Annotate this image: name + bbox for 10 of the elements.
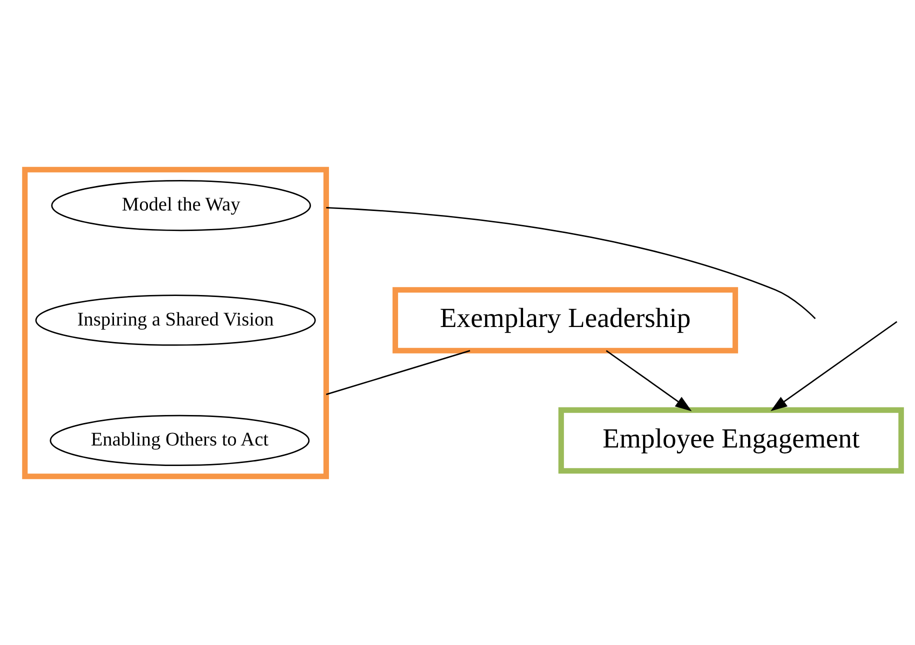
- node-ellipse: Model the Way: [51, 179, 311, 231]
- node-box: Employee Engagement: [558, 406, 904, 474]
- arrow: [770, 320, 898, 411]
- node-box: Exemplary Leadership: [392, 286, 738, 353]
- connector: [326, 206, 816, 319]
- node-ellipse: Inspiring a Shared Vision: [35, 294, 316, 346]
- arrow: [606, 350, 692, 411]
- connector: [326, 350, 470, 395]
- node-ellipse: Enabling Others to Act: [50, 414, 310, 466]
- cluster: [22, 166, 329, 479]
